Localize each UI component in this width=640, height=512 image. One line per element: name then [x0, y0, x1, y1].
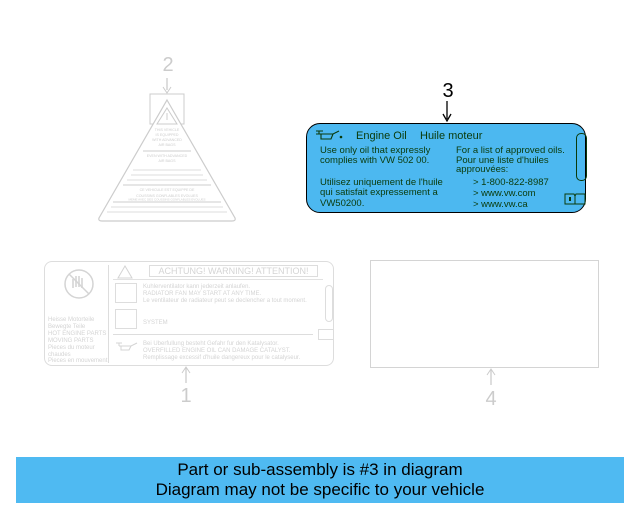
- part-2-airbag-label[interactable]: THIS VEHICLE IS EQUIPPED WITH ADVANCED A…: [95, 76, 240, 224]
- part-3-engine-oil-label[interactable]: Engine Oil Huile moteur Use only oil tha…: [306, 123, 587, 213]
- oil-text: Remplissage excessif d'huile dangereux p…: [143, 355, 301, 361]
- callout-1[interactable]: 1: [180, 385, 192, 407]
- slot-shape: [325, 285, 333, 322]
- part-1-warning-label[interactable]: Heisse Motorteile Bewegte Teile HOT ENGI…: [44, 261, 334, 366]
- arrow-up-icon: [486, 368, 496, 385]
- oil-text: OVERFILLED ENGINE OIL CAN DAMAGE CATALYS…: [143, 348, 291, 354]
- callout-4[interactable]: 4: [485, 388, 497, 410]
- list-text-2: Pour une liste d'huiles: [456, 155, 549, 166]
- phone-number: > 1-800-822-8987: [473, 177, 549, 188]
- side-text: Heisse Motorteile: [48, 317, 95, 323]
- list-text-3: approuvées:: [456, 164, 509, 175]
- title-en: Engine Oil: [356, 130, 407, 142]
- banner-line-1: Part or sub-assembly is #3 in diagram: [177, 460, 463, 479]
- callout-2[interactable]: 2: [162, 54, 174, 76]
- arrow-down-icon: [442, 101, 452, 123]
- system-text: SYSTEM: [143, 320, 168, 326]
- airbag-text: CE VEHICULE EST EQUIPPE DE: [140, 188, 195, 192]
- airbag-text: AIR BAGS: [159, 159, 177, 163]
- divider: [113, 279, 323, 280]
- oil-can-icon: [316, 130, 343, 140]
- fan-text: Le ventilateur de radiateur peut se decl…: [143, 298, 307, 304]
- airbag-text: IS EQUIPPED: [156, 133, 179, 137]
- side-text: chaudes: [48, 352, 71, 358]
- side-text: HOT ENGINE PARTS: [48, 331, 107, 337]
- side-text: Pieces du moteur: [48, 345, 95, 351]
- fan-text: Kuhlerventilator kann jederzeit anlaufen…: [143, 284, 251, 290]
- text-fr-2: qui satisfait expressement a: [320, 187, 438, 198]
- text-fr-1: Utilisez uniquement de l'huile: [320, 177, 443, 188]
- fan-text: RADIATOR FAN MAY START AT ANY TIME.: [143, 291, 262, 297]
- oil-text: Bei Uberfullung besteht Gefahr fur den K…: [143, 341, 279, 347]
- info-banner: Part or sub-assembly is #3 in diagram Di…: [16, 457, 624, 503]
- title-fr: Huile moteur: [420, 130, 483, 142]
- part-4-blank-label[interactable]: [370, 260, 599, 368]
- text-en-2: complies with VW 502 00.: [320, 155, 430, 166]
- manual-book-icon: [318, 329, 334, 340]
- oil-can-icon: [116, 342, 138, 351]
- warning-triangle-icon: [117, 265, 133, 279]
- airbag-text: EVEN WITH ADVANCED: [147, 154, 188, 158]
- side-text: Bewegte Teile: [48, 324, 86, 330]
- airbag-text: AIR BAGS: [159, 143, 177, 147]
- high-voltage-icon: [115, 309, 137, 329]
- banner-line-2: Diagram may not be specific to your vehi…: [155, 480, 485, 499]
- text-en-1: Use only oil that expressly: [320, 145, 431, 156]
- airbag-text: MEME AVEC DES COUSSINS GONFLABLES EVOLUE…: [129, 198, 206, 202]
- divider: [108, 265, 109, 363]
- airbag-text: THIS VEHICLE: [155, 128, 180, 132]
- website-ca: > www.vw.ca: [473, 199, 528, 210]
- no-touch-hand-icon: [64, 269, 94, 299]
- arrow-up-icon: [181, 366, 191, 383]
- slot-shape: [576, 133, 587, 181]
- warning-header: ACHTUNG! WARNING! ATTENTION!: [149, 265, 318, 277]
- text-fr-3: VW50200.: [320, 198, 365, 209]
- callout-3[interactable]: 3: [442, 80, 454, 102]
- airbag-text: COUSSINS GONFLABLES EVOLUES: [136, 194, 198, 198]
- divider: [113, 334, 313, 335]
- list-text-1: For a list of approved oils.: [456, 145, 565, 156]
- side-text: Pieces en mouvement: [48, 358, 108, 364]
- website-com: > www.vw.com: [473, 188, 536, 199]
- side-text: MOVING PARTS: [48, 338, 94, 344]
- radiator-fan-icon: [115, 283, 137, 303]
- manual-book-icon: [564, 193, 586, 205]
- airbag-text: WITH ADVANCED: [152, 138, 182, 142]
